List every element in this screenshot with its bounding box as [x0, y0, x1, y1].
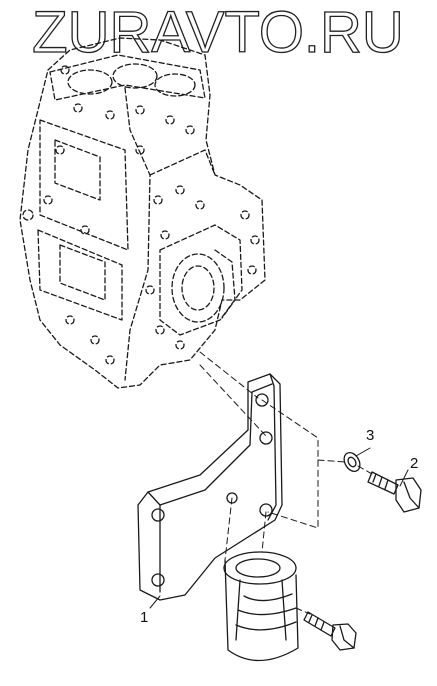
callout-2: 2: [410, 455, 419, 472]
callout-3: 3: [366, 427, 375, 444]
bolt: [367, 471, 422, 513]
engine-block: [19, 37, 266, 389]
bracket-hole-bottom: [151, 573, 165, 587]
bracket-hole-top: [255, 393, 269, 407]
lower-bolt: [303, 611, 357, 651]
mount-bushing: [223, 551, 299, 662]
bracket-hole-left: [151, 508, 165, 522]
callout-1: 1: [140, 609, 149, 626]
bracket-hole-center: [226, 492, 238, 504]
mounting-bracket: [137, 373, 283, 601]
bracket-hole-mid: [259, 431, 273, 445]
watermark-text: ZURAVTO.RU: [32, 2, 404, 62]
washer: [343, 452, 361, 472]
watermark-logo: ZURAVTO.RU: [32, 2, 405, 62]
leader-lines: [149, 447, 409, 609]
assembly-lines: [199, 351, 373, 615]
